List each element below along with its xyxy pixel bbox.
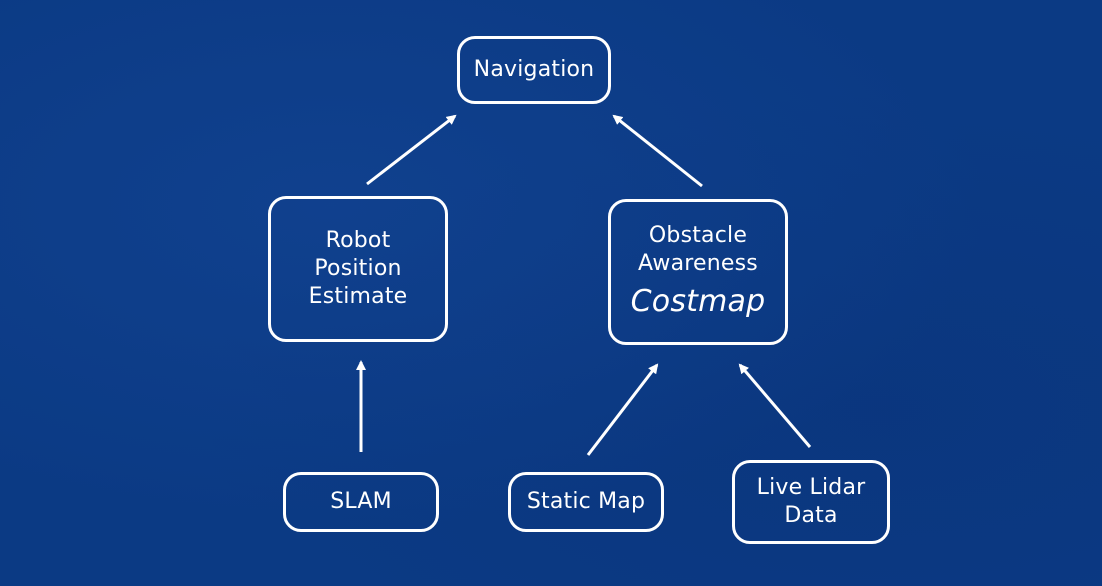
node-obstacle-awareness: Obstacle Awareness Costmap	[608, 199, 788, 345]
node-navigation: Navigation	[457, 36, 611, 104]
node-slam-label: SLAM	[330, 489, 392, 514]
node-robot-position-estimate: Robot Position Estimate	[268, 196, 448, 342]
node-robot-line-1: Robot	[325, 228, 391, 253]
arrow-obstacle-to-navigation	[612, 114, 703, 188]
node-lidar-line-2: Data	[784, 503, 838, 528]
node-obstacle-line-1: Obstacle	[648, 223, 748, 248]
node-live-lidar-data: Live Lidar Data	[732, 460, 890, 544]
node-static-map-label: Static Map	[526, 489, 646, 514]
node-robot-line-3: Estimate	[308, 284, 408, 309]
node-slam: SLAM	[283, 472, 439, 532]
node-obstacle-costmap: Costmap	[630, 284, 766, 319]
arrow-static-to-obstacle	[586, 363, 659, 456]
node-robot-line-2: Position	[314, 256, 402, 281]
node-navigation-label: Navigation	[473, 57, 595, 82]
arrow-robot-to-navigation	[366, 114, 457, 186]
node-lidar-line-1: Live Lidar	[756, 475, 866, 500]
node-static-map: Static Map	[508, 472, 664, 532]
node-obstacle-line-2: Awareness	[638, 251, 758, 276]
arrow-lidar-to-obstacle	[738, 363, 812, 448]
